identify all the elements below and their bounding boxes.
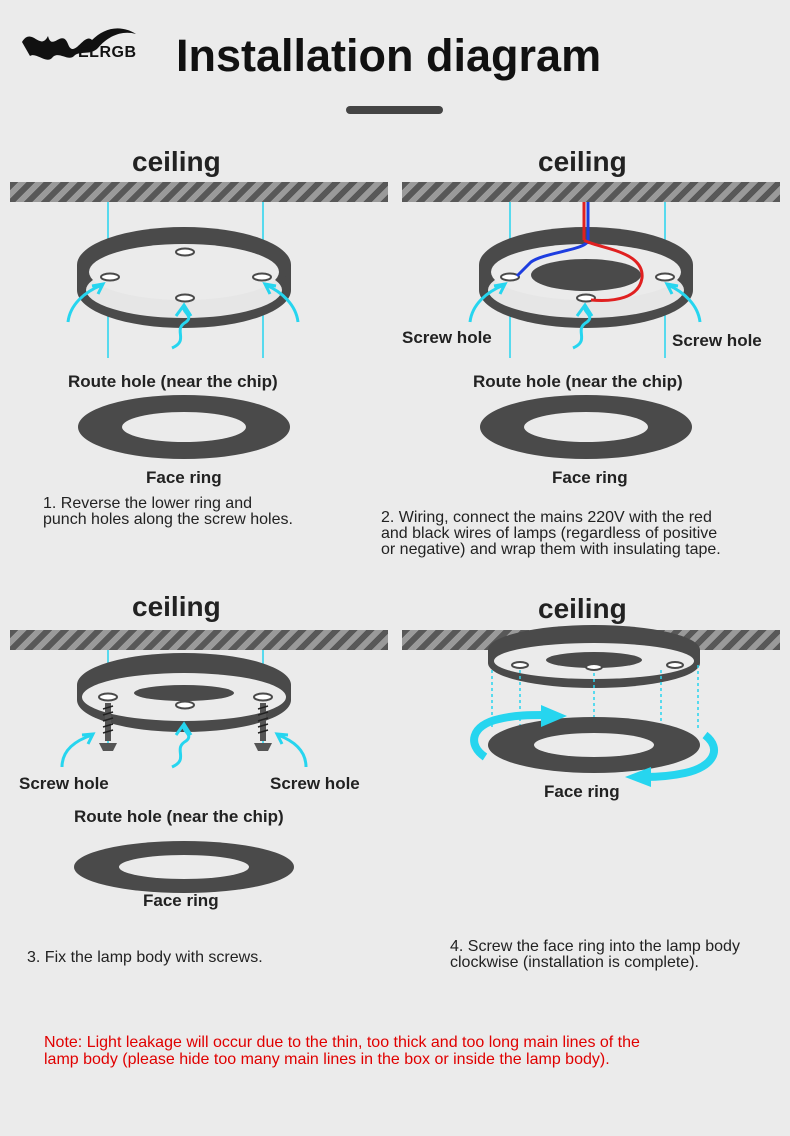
step-2-caption: 2. Wiring, connect the mains 220V with t… bbox=[381, 509, 721, 558]
face-ring-label: Face ring bbox=[544, 782, 620, 801]
title-underline bbox=[346, 106, 443, 114]
ceiling-label: ceiling bbox=[132, 591, 221, 622]
step-3-caption: 3. Fix the lamp body with screws. bbox=[27, 949, 263, 966]
ceiling-surface bbox=[10, 182, 388, 202]
route-hole-label: Route hole (near the chip) bbox=[473, 372, 683, 391]
step-3-panel: ceiling Screw hole Screw hole Route hole… bbox=[0, 585, 395, 1025]
route-hole-label: Route hole (near the chip) bbox=[68, 372, 278, 391]
step-1-illustration bbox=[66, 202, 300, 459]
brand-swoosh-icon bbox=[22, 28, 136, 60]
screw-icon-right bbox=[254, 703, 272, 751]
face-ring-label: Face ring bbox=[146, 468, 222, 487]
brand-logo bbox=[18, 22, 148, 68]
step-4-caption: 4. Screw the face ring into the lamp bod… bbox=[450, 938, 740, 971]
step-4-illustration bbox=[470, 625, 718, 787]
ceiling-label: ceiling bbox=[132, 146, 221, 177]
ceiling-surface bbox=[402, 182, 780, 202]
step-2-panel: ceiling Screw hole Screw hole Route hole… bbox=[381, 140, 790, 580]
ceiling-surface bbox=[10, 630, 388, 650]
face-ring-label: Face ring bbox=[552, 468, 628, 487]
route-hole-label: Route hole (near the chip) bbox=[74, 807, 284, 826]
leakage-note: Note: Light leakage will occur due to th… bbox=[44, 1034, 640, 1068]
screw-hole-label-right: Screw hole bbox=[270, 774, 360, 793]
ceiling-label: ceiling bbox=[538, 593, 627, 624]
screw-hole-label-right: Screw hole bbox=[672, 331, 762, 350]
face-ring-label: Face ring bbox=[143, 891, 219, 910]
step-2-illustration bbox=[468, 202, 702, 459]
step-1-caption: 1. Reverse the lower ring and punch hole… bbox=[43, 495, 293, 528]
step-1-panel: ceiling Route hole (near the chip) Face … bbox=[0, 140, 395, 580]
ceiling-label: ceiling bbox=[538, 146, 627, 177]
page-title: Installation diagram bbox=[176, 30, 602, 81]
screw-hole-label-left: Screw hole bbox=[19, 774, 109, 793]
step-4-panel: ceiling Face ring 4. Screw the face ring… bbox=[395, 585, 790, 1025]
brand-name: ELRGB bbox=[78, 44, 137, 61]
step-3-illustration bbox=[60, 650, 308, 893]
screw-hole-label-left: Screw hole bbox=[402, 328, 492, 347]
screw-icon-left bbox=[99, 703, 117, 751]
